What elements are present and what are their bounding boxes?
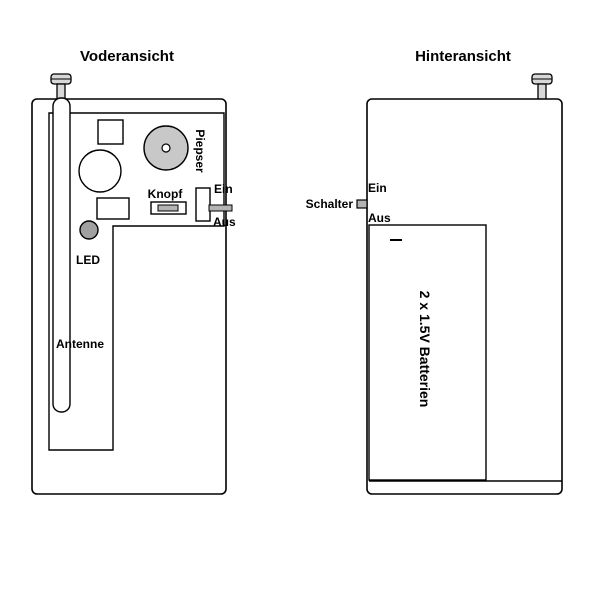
front-view-title: Voderansicht — [80, 48, 174, 65]
antenna-label: Antenne — [56, 337, 104, 351]
circuit-board — [48, 112, 225, 451]
button-label: Knopf — [148, 187, 184, 201]
back-view: Hinteransicht Schalter Ein Aus 2 x 1.5V … — [306, 48, 563, 495]
battery-label: 2 x 1.5V Batterien — [417, 291, 433, 408]
back-switch-off-label: Aus — [368, 211, 391, 225]
back-view-title: Hinteransicht — [415, 48, 511, 65]
battery-compartment — [368, 224, 487, 481]
push-button — [150, 201, 187, 215]
front-switch-on-label: Ein — [214, 182, 233, 196]
front-switch-off-label: Aus — [213, 215, 236, 229]
led-label: LED — [76, 253, 100, 267]
back-switch-label: Schalter — [306, 197, 354, 211]
speaker-label: Piepser — [193, 129, 207, 173]
chip-square — [97, 119, 124, 145]
front-power-switch — [195, 187, 233, 222]
crystal-circle — [78, 149, 122, 193]
front-view: Voderansicht Antenne Piepser Knopf — [31, 48, 236, 495]
back-antenna-tip — [531, 73, 553, 103]
back-switch-on-label: Ein — [368, 181, 387, 195]
back-power-switch — [356, 199, 368, 209]
led — [79, 220, 99, 240]
speaker-piezo — [143, 125, 189, 171]
chip-rect — [96, 197, 130, 220]
antenna-rod — [52, 97, 71, 413]
